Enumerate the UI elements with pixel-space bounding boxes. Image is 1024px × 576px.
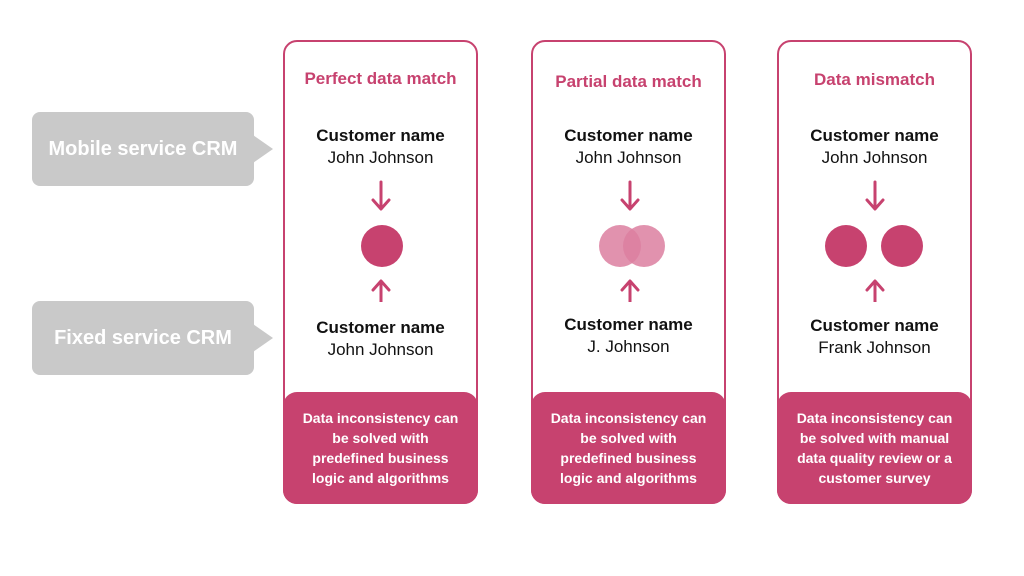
mismatch-column: Data mismatch Customer name John Johnson… xyxy=(777,40,972,504)
down-arrow-icon xyxy=(371,180,391,211)
fixed-record: Customer name John Johnson xyxy=(285,317,476,361)
fixed-record: Customer name Frank Johnson xyxy=(779,315,970,359)
single-circle-icon xyxy=(361,225,403,267)
partial-match-glyph xyxy=(599,180,665,302)
record-value: John Johnson xyxy=(327,340,434,359)
record-value: John Johnson xyxy=(821,148,928,167)
record-value: Frank Johnson xyxy=(818,338,931,357)
down-arrow-icon xyxy=(620,180,640,211)
mobile-record: Customer name John Johnson xyxy=(533,125,724,169)
down-arrow-icon xyxy=(865,180,885,211)
mobile-service-crm-label: Mobile service CRM xyxy=(32,112,254,186)
record-value: John Johnson xyxy=(327,148,434,167)
column-title: Data mismatch xyxy=(814,70,935,89)
record-label: Customer name xyxy=(564,126,693,145)
perfect-match-column: Perfect data match Customer name John Jo… xyxy=(283,40,478,504)
match-glyph xyxy=(361,180,403,302)
record-value: J. Johnson xyxy=(587,337,670,356)
resolution-note: Data inconsistency can be solved with ma… xyxy=(777,392,972,504)
left-circle-icon xyxy=(825,225,867,267)
record-label: Customer name xyxy=(810,126,939,145)
column-title: Partial data match xyxy=(555,72,702,91)
up-arrow-icon xyxy=(371,279,391,302)
record-label: Customer name xyxy=(810,316,939,335)
column-title: Perfect data match xyxy=(304,69,457,88)
fixed-service-crm-label: Fixed service CRM xyxy=(32,301,254,375)
record-label: Customer name xyxy=(316,126,445,145)
right-circle-icon xyxy=(623,225,665,267)
partial-match-column: Partial data match Customer name John Jo… xyxy=(531,40,726,504)
record-label: Customer name xyxy=(316,318,445,337)
resolution-note: Data inconsistency can be solved with pr… xyxy=(283,392,478,504)
mobile-record: Customer name John Johnson xyxy=(779,125,970,169)
resolution-note: Data inconsistency can be solved with pr… xyxy=(531,392,726,504)
mobile-record: Customer name John Johnson xyxy=(285,125,476,169)
fixed-record: Customer name J. Johnson xyxy=(533,314,724,358)
up-arrow-icon xyxy=(620,279,640,302)
up-arrow-icon xyxy=(865,279,885,302)
mismatch-glyph xyxy=(825,180,923,302)
record-label: Customer name xyxy=(564,315,693,334)
right-circle-icon xyxy=(881,225,923,267)
record-value: John Johnson xyxy=(575,148,682,167)
